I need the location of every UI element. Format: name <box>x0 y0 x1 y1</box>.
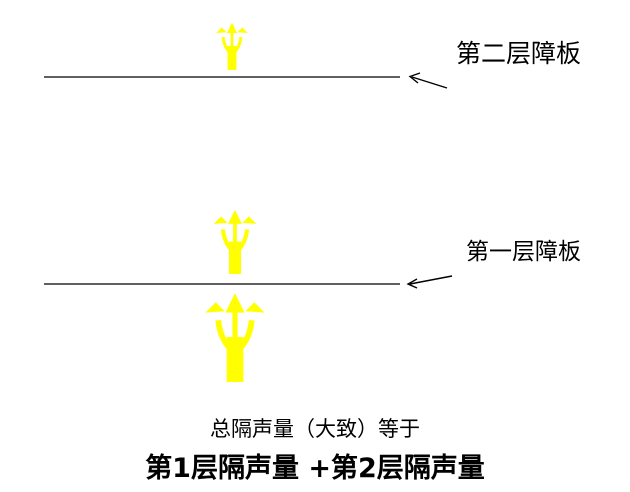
caption-line-2: 第1层隔声量 +第2层隔声量 <box>145 453 485 484</box>
pointer-arrow-bottom <box>409 275 453 285</box>
large-sound-arrow-icon <box>205 293 264 382</box>
pointer-arrow-top <box>411 76 448 89</box>
pointer-arrowhead-bottom <box>406 278 418 289</box>
small-sound-arrow-icon <box>216 23 248 70</box>
caption-line-1: 总隔声量（大致）等于 <box>210 417 420 441</box>
pointer-arrowhead-top <box>408 72 421 84</box>
medium-sound-arrow-icon <box>214 210 257 274</box>
second-barrier-label: 第二层障板 <box>456 39 582 68</box>
first-barrier-label: 第一层障板 <box>466 239 581 265</box>
